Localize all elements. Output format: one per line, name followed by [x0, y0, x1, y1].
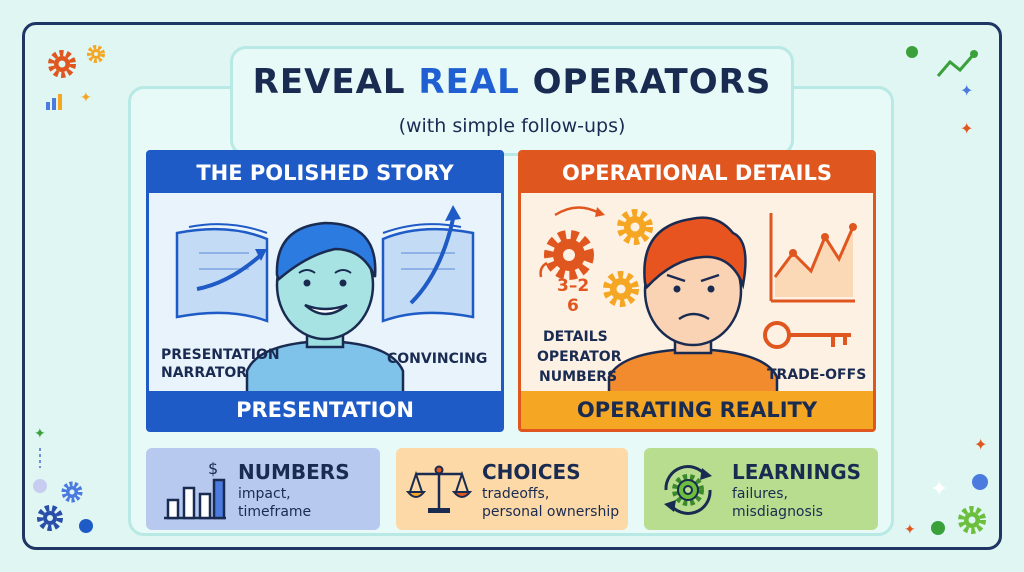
numbers-tile: $ NUMBERS impact, timeframe [146, 448, 380, 530]
gear-icon [48, 50, 76, 78]
arrow-icon [409, 218, 455, 305]
label-narrator: NARRATOR [161, 365, 248, 381]
gear-icon [958, 506, 986, 534]
gear-icon [87, 45, 105, 63]
page-subtitle: (with simple follow-ups) [398, 115, 626, 137]
polished-story-footer: PRESENTATION [149, 391, 501, 429]
operational-details-card: OPERATIONAL DETAILS [518, 150, 876, 432]
numbers-desc-2: timeframe [238, 504, 312, 520]
label-presentation: PRESENTATION [161, 347, 280, 363]
choices-desc-2: personal ownership [482, 504, 620, 520]
sparkle-icon: ✦ [960, 119, 973, 138]
sparkle-icon: ✦ [34, 426, 46, 442]
operational-details-illustration [539, 206, 857, 393]
numbers-desc-1: impact, [238, 486, 291, 502]
operational-details-footer: OPERATING REALITY [521, 391, 873, 429]
sparkle-icon: ✦ [930, 477, 948, 502]
gear-icon [544, 230, 594, 280]
label-convincing: CONVINCING [387, 351, 488, 367]
sparkle-icon: ✦ [904, 522, 916, 538]
gear-cycle-icon [664, 465, 712, 515]
math-bottom: 6 [567, 296, 579, 316]
key-icon [763, 321, 851, 349]
label-trade-offs: TRADE-OFFS [767, 367, 867, 383]
sparkle-icon: ✦ [974, 435, 987, 454]
smiling-person-icon [245, 221, 405, 393]
corner-decoration-bottom-right: ✦ ✦ ✦ [904, 435, 988, 538]
trend-line-icon [936, 53, 976, 77]
learnings-tile: LEARNINGS failures, misdiagnosis [644, 448, 878, 530]
corner-decoration-top-left: ✦ [46, 45, 105, 110]
learnings-desc-1: failures, [732, 486, 788, 502]
math-top: 3–2 [557, 276, 590, 296]
gear-icon [617, 209, 653, 245]
title-highlight: REAL [418, 62, 520, 102]
polished-story-card: THE POLISHED STORY PRESENTATION NARRAT [146, 150, 504, 432]
corner-decoration-top-right: ✦ ✦ [906, 46, 978, 138]
corner-decoration-bottom-left: ✦ [33, 426, 93, 533]
sparkle-icon: ✦ [960, 81, 973, 100]
numbers-title: NUMBERS [238, 460, 350, 484]
title-box [230, 46, 794, 156]
gear-icon [37, 505, 63, 531]
label-details: DETAILS [543, 329, 608, 345]
title-part-2: OPERATORS [519, 62, 772, 102]
line-chart-icon [769, 213, 857, 303]
frustrated-person-icon [607, 216, 779, 393]
page-title: REVEAL REAL OPERATORS [230, 62, 794, 102]
choices-tile: CHOICES tradeoffs, personal ownership [396, 448, 628, 530]
polished-story-heading: THE POLISHED STORY [149, 153, 501, 193]
bar-chart-icon [46, 94, 62, 110]
outer-frame [22, 22, 1002, 550]
operational-details-heading: OPERATIONAL DETAILS [521, 153, 873, 193]
bar-chart-dollar-icon: $ [164, 459, 226, 520]
label-numbers: NUMBERS [539, 369, 618, 385]
learnings-desc-2: misdiagnosis [732, 504, 823, 520]
title-part-1: REVEAL [252, 62, 419, 102]
scales-icon [406, 465, 472, 513]
svg-text:$: $ [208, 459, 218, 478]
polished-story-illustration [175, 205, 475, 393]
sparkle-icon: ✦ [80, 90, 92, 106]
choices-desc-1: tradeoffs, [482, 486, 550, 502]
dot-icon [906, 46, 918, 58]
arrow-icon [554, 206, 600, 217]
gear-icon [61, 481, 83, 503]
learnings-title: LEARNINGS [732, 460, 862, 484]
arrow-icon [196, 253, 263, 291]
choices-title: CHOICES [482, 460, 581, 484]
gear-icon [603, 271, 639, 307]
label-operator: OPERATOR [537, 349, 622, 365]
open-book-icon [175, 223, 475, 323]
